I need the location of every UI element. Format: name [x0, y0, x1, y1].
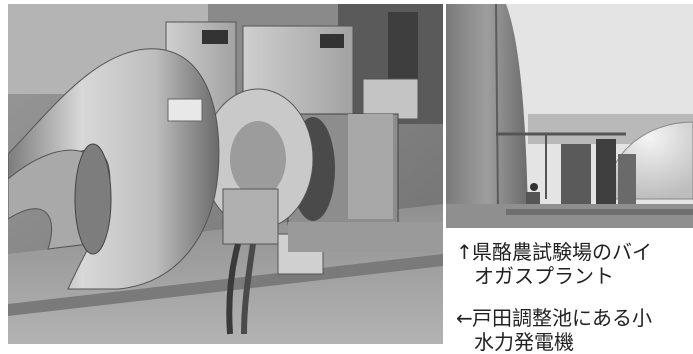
caption-top-line2: オガスプラント — [474, 264, 614, 288]
hydro-generator-caption: ←戸田調整池にある小 水力発電機 — [456, 306, 652, 354]
arrow-up-icon: ↑ — [456, 240, 473, 264]
hydro-generator-illustration — [8, 4, 443, 344]
arrow-left-icon: ← — [456, 306, 473, 330]
biogas-plant-photo — [446, 4, 693, 228]
caption-top-line1: 県酪農試験場のバイ — [472, 240, 652, 264]
caption-bottom-line2: 水力発電機 — [474, 330, 574, 354]
hydro-generator-photo — [8, 4, 443, 344]
caption-bottom-line1: 戸田調整池にある小 — [472, 306, 652, 330]
biogas-plant-caption: ↑県酪農試験場のバイ オガスプラント — [456, 240, 652, 288]
biogas-plant-illustration — [446, 4, 693, 228]
